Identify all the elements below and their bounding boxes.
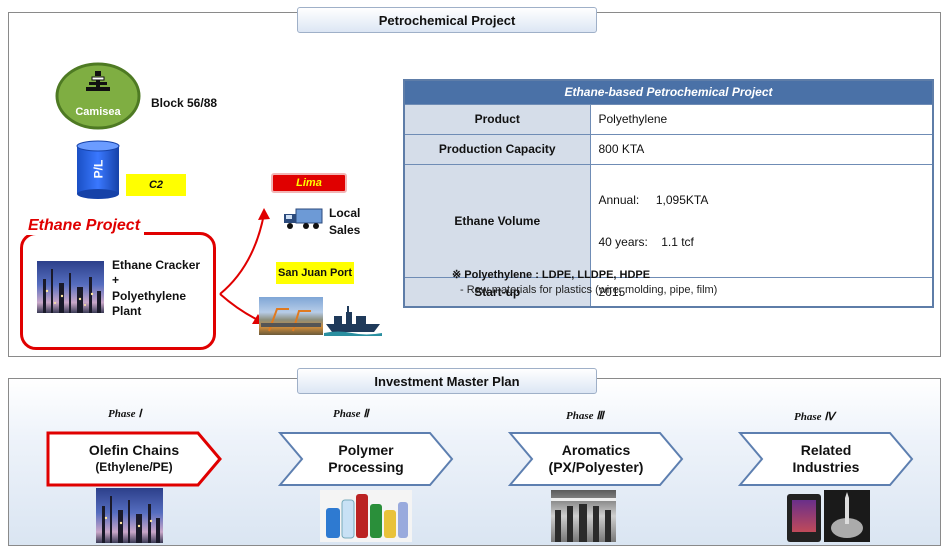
textile-factory-photo-icon xyxy=(551,490,616,542)
phase-4-line-1: Related xyxy=(800,442,852,458)
rocket-photo-icon xyxy=(824,490,870,542)
phase-4-chevron: Related Industries xyxy=(738,431,914,487)
spec-label-capacity: Production Capacity xyxy=(403,133,591,165)
spec-value-start-up: 2015 xyxy=(589,276,934,308)
phase-4-label: Phase Ⅳ xyxy=(794,411,835,423)
san-juan-port-tag: San Juan Port xyxy=(276,262,354,284)
phase-1-line-1: Olefin Chains xyxy=(88,442,180,458)
c2-tag: C2 xyxy=(126,174,186,196)
petrochemical-title: Petrochemical Project xyxy=(297,7,597,33)
phase-3-line-2: (PX/Polyester) xyxy=(548,459,644,475)
local-sales-line-2: Sales xyxy=(329,223,361,237)
phase-1-chevron: Olefin Chains (Ethylene/PE) xyxy=(46,431,222,487)
plant-line-1: Ethane Cracker xyxy=(112,258,201,272)
phase-2-line-2: Processing xyxy=(328,459,404,475)
spec-label-ethane-volume: Ethane Volume xyxy=(403,163,591,278)
phase-1-refinery-photo-icon xyxy=(96,488,163,543)
pipeline-cylinder-icon xyxy=(76,140,120,199)
investment-title: Investment Master Plan xyxy=(297,368,597,394)
ethane-project-title: Ethane Project xyxy=(24,217,145,235)
spec-value-ethane-volume: Annual: 1,095KTA 40 years: 1.1 tcf xyxy=(589,163,934,278)
truck-icon xyxy=(284,208,323,229)
phase-1-label: Phase Ⅰ xyxy=(108,408,142,420)
camisea-circle xyxy=(55,62,141,130)
camisea-node: Camisea xyxy=(55,62,141,130)
spec-table-header: Ethane-based Petrochemical Project xyxy=(403,79,934,105)
block-label: Block 56/88 xyxy=(151,96,218,110)
ethane-volume-annual: Annual: 1,095KTA xyxy=(598,192,709,207)
ship-icon xyxy=(324,306,382,336)
polyethylene-note-detail: - Raw materials for plastics (wire, mold… xyxy=(460,284,718,296)
phase-2-chevron: Polymer Processing xyxy=(278,431,454,487)
ethane-volume-40-years: 40 years: 1.1 tcf xyxy=(598,234,694,249)
refinery-photo-icon xyxy=(37,261,104,313)
plant-line-4: Plant xyxy=(112,304,142,318)
plant-line-2: + xyxy=(112,273,120,287)
phase-2-line-1: Polymer xyxy=(338,442,394,458)
device-photo-icon xyxy=(787,494,821,542)
spec-value-capacity: 800 KTA xyxy=(589,133,934,165)
phase-2-label: Phase Ⅱ xyxy=(333,408,369,420)
phase-3-line-1: Aromatics xyxy=(561,442,631,458)
polyethylene-note-title: ※ Polyethylene : LDPE, LLDPE, HDPE xyxy=(452,269,651,281)
pipeline-node: P/L xyxy=(75,140,121,200)
spec-table: Ethane-based Petrochemical Project Produ… xyxy=(403,79,934,308)
pipeline-label: P/L xyxy=(91,159,106,179)
lima-badge: Lima xyxy=(271,173,347,193)
spec-label-product: Product xyxy=(403,103,591,135)
phase-4-line-2: Industries xyxy=(792,459,860,475)
plant-line-3: Polyethylene xyxy=(112,289,187,303)
phase-1-line-2: (Ethylene/PE) xyxy=(95,460,173,474)
local-sales-line-1: Local xyxy=(329,206,361,220)
phase-3-chevron: Aromatics (PX/Polyester) xyxy=(508,431,684,487)
plastic-products-photo-icon xyxy=(320,490,412,542)
oil-rig-icon xyxy=(86,71,110,91)
camisea-label: Camisea xyxy=(75,106,121,118)
phase-3-label: Phase Ⅲ xyxy=(566,410,604,422)
spec-value-product: Polyethylene xyxy=(589,103,934,135)
port-photo-icon xyxy=(259,297,323,335)
